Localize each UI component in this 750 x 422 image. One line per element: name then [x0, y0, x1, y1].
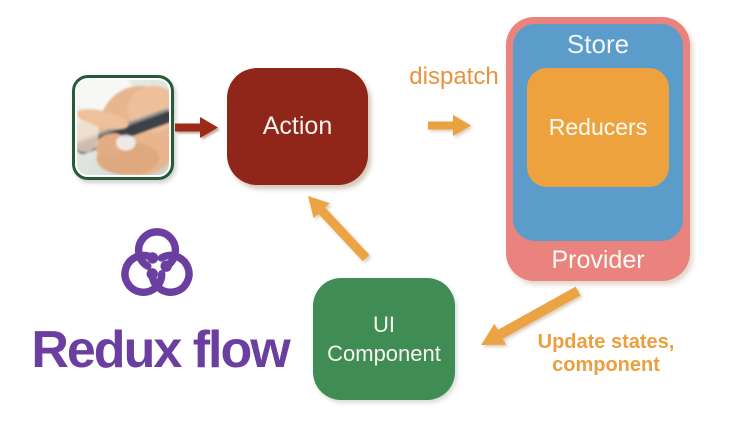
provider-node: Store Reducers Provider	[506, 17, 690, 281]
action-node: Action	[227, 68, 368, 185]
reducers-node: Reducers	[527, 68, 669, 187]
redux-logo-icon	[121, 228, 193, 296]
update-states-label: Update states, component	[520, 331, 692, 377]
provider-label: Provider	[551, 246, 645, 274]
reducers-label: Reducers	[548, 114, 648, 140]
store-node: Store Reducers	[513, 24, 683, 241]
ui-to-action-arrow	[308, 196, 370, 262]
store-label: Store	[566, 29, 630, 59]
dispatch-label: dispatch	[409, 63, 499, 90]
user-photo-frame	[72, 75, 174, 180]
dispatch-arrow	[428, 115, 471, 136]
ui-component-label-line1: UI	[373, 312, 395, 337]
ui-component-label-line2: Component	[327, 341, 441, 366]
action-label: Action	[262, 112, 333, 140]
update-states-line2: component	[552, 354, 660, 376]
page-title: Redux flow	[31, 321, 290, 379]
update-states-line1: Update states,	[537, 331, 675, 353]
ui-component-node: UI Component	[313, 278, 455, 400]
hands-tapping-smartphone-photo	[77, 80, 169, 175]
store-to-ui-arrow	[481, 286, 581, 345]
user-to-action-arrow	[175, 117, 218, 138]
